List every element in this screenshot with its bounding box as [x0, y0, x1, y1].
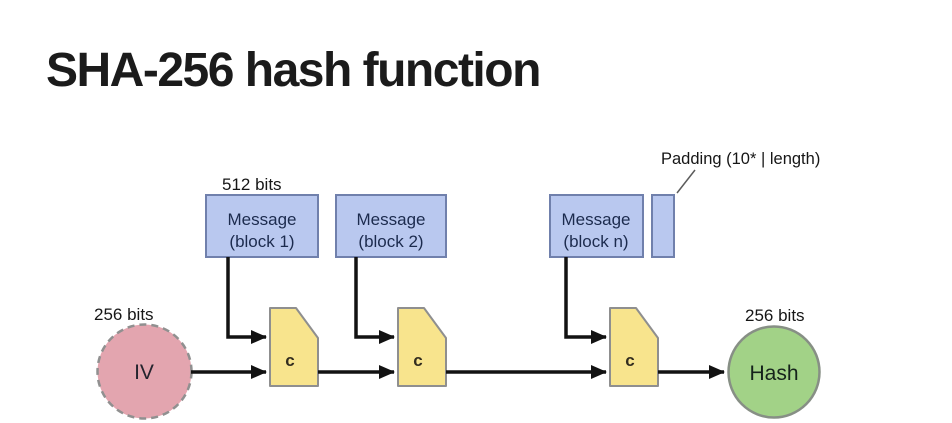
message-block-1-line1: Message [228, 210, 297, 229]
compress-shape-n [609, 307, 659, 387]
message-block-2-line1: Message [357, 210, 426, 229]
compress-node-2: c [397, 307, 447, 387]
label-512-bits: 512 bits [222, 175, 282, 194]
compress-label-1: c [285, 351, 294, 370]
padding-pointer-line [676, 169, 696, 194]
message-block-n-box [549, 194, 644, 258]
compress-label-2: c [413, 351, 422, 370]
iv-node: IV [96, 323, 193, 420]
compress-shape-2 [397, 307, 447, 387]
compress-node-n: c [609, 307, 659, 387]
arrow-blockn-to-cn [564, 257, 607, 344]
message-block-n-line1: Message [562, 210, 631, 229]
hash-node: Hash [727, 325, 821, 419]
message-block-2-box [335, 194, 447, 258]
message-block-2-line2: (block 2) [358, 232, 423, 251]
padding-block [651, 194, 675, 258]
compress-node-1: c [269, 307, 319, 387]
message-block-2: Message (block 2) [335, 194, 447, 258]
hash-circle [727, 325, 821, 419]
compress-shape-1 [269, 307, 319, 387]
compress-label-n: c [625, 351, 634, 370]
arrow-block2-to-c2 [354, 257, 395, 344]
page-title: SHA-256 hash function [46, 44, 540, 97]
message-block-1: Message (block 1) [205, 194, 319, 258]
label-padding: Padding (10* | length) [661, 150, 820, 168]
iv-node-label: IV [134, 361, 154, 384]
message-block-1-box [205, 194, 319, 258]
message-block-n: Message (block n) [549, 194, 644, 258]
message-block-1-line2: (block 1) [229, 232, 294, 251]
message-block-n-line2: (block n) [563, 232, 628, 251]
label-256-bits-right: 256 bits [745, 306, 805, 325]
label-256-bits-left: 256 bits [94, 305, 154, 324]
hash-node-label: Hash [749, 362, 798, 385]
arrow-block1-to-c1 [226, 257, 267, 344]
